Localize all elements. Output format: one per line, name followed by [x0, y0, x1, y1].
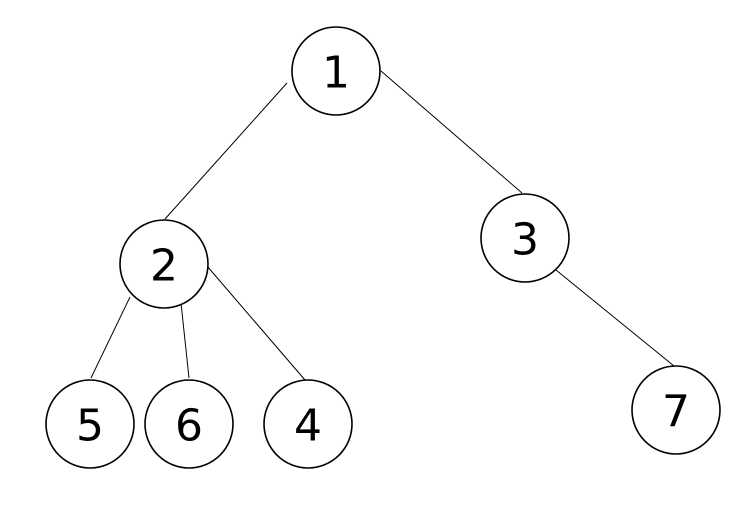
- tree-node-3: 3: [480, 193, 570, 283]
- tree-node-6: 6: [144, 379, 234, 469]
- node-label-7: 7: [662, 387, 690, 438]
- node-label-4: 4: [294, 401, 322, 452]
- tree-node-4: 4: [263, 379, 353, 469]
- tree-node-5: 5: [45, 379, 135, 469]
- edge-1-2: [164, 82, 288, 220]
- tree-node-7: 7: [631, 365, 721, 455]
- edge-2-4: [206, 265, 306, 381]
- node-label-2: 2: [150, 241, 178, 292]
- edge-2-5: [90, 296, 131, 379]
- edge-1-3: [380, 70, 523, 194]
- edge-2-6: [180, 302, 190, 379]
- node-label-1: 1: [322, 48, 350, 99]
- tree-node-1: 1: [291, 26, 381, 116]
- node-label-5: 5: [76, 401, 104, 452]
- tree-node-2: 2: [119, 219, 209, 309]
- edge-3-7: [555, 269, 675, 367]
- node-label-6: 6: [175, 401, 203, 452]
- node-label-3: 3: [511, 215, 539, 266]
